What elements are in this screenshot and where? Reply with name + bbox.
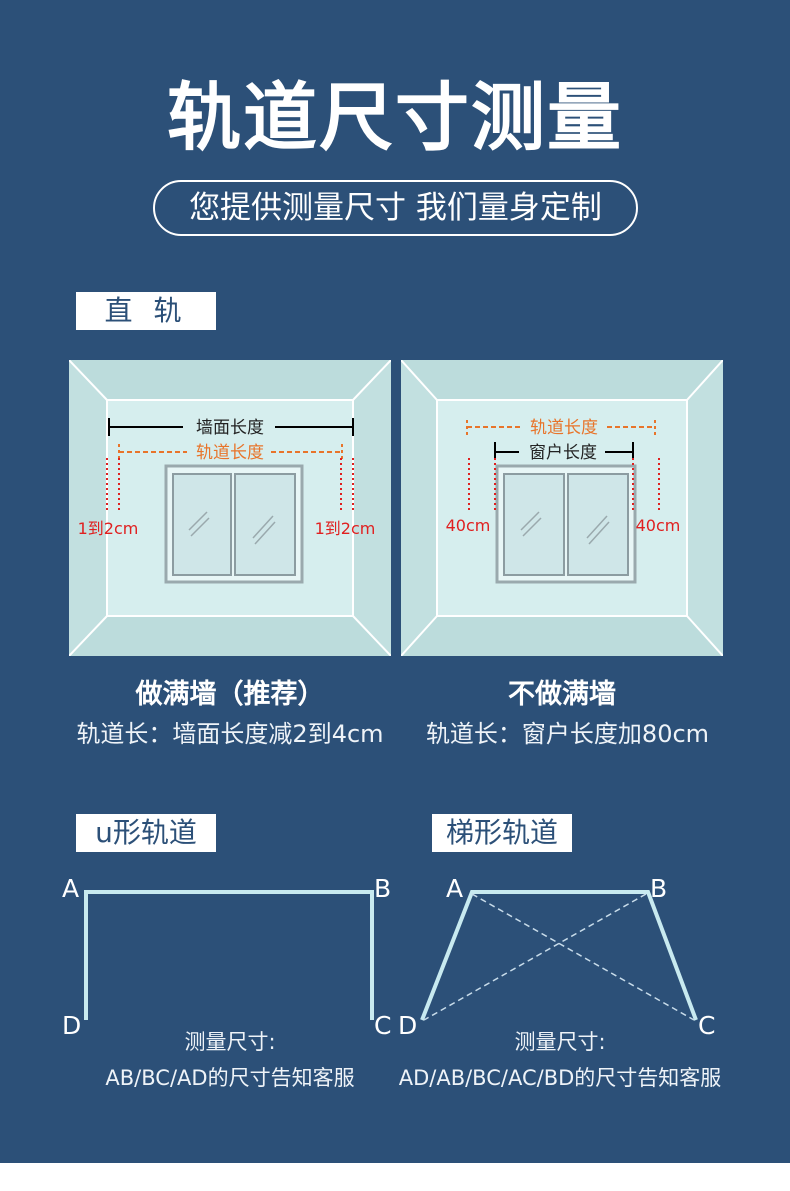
point-d-label: D xyxy=(62,1011,81,1040)
ladder-track-diagram: A B C D xyxy=(398,874,715,1040)
full-wall-caption-formula: 轨道长：墙面长度减2到4cm xyxy=(76,720,384,748)
partial-wall-caption-formula: 轨道长：窗户长度加80cm xyxy=(425,720,710,748)
subtitle-pill: 您提供测量尺寸 我们量身定制 xyxy=(153,180,638,236)
gap-left-label: 40cm xyxy=(446,516,491,535)
straight-track-tag: 直 轨 xyxy=(76,292,216,330)
partial-wall-diagram: 轨道长度 窗户长度 40cm 40cm xyxy=(401,360,723,656)
point-a-label: A xyxy=(446,874,463,903)
gap-right-label: 1到2cm xyxy=(315,519,376,538)
point-c-label: C xyxy=(698,1011,715,1040)
partial-wall-caption-title: 不做满墙 xyxy=(508,679,616,710)
full-wall-caption-title: 做满墙（推荐） xyxy=(135,679,325,710)
ladder-note-label: 测量尺寸: xyxy=(514,1030,606,1054)
poster: 轨道尺寸测量 您提供测量尺寸 我们量身定制 直 轨 墙面长度 xyxy=(0,0,790,1163)
gap-right-label: 40cm xyxy=(636,516,681,535)
u-track-diagram: A B C D xyxy=(62,874,391,1040)
point-a-label: A xyxy=(62,874,79,903)
u-note-label: 测量尺寸: xyxy=(184,1030,276,1054)
gap-left-label: 1到2cm xyxy=(78,519,139,538)
point-b-label: B xyxy=(650,874,667,903)
ladder-note-detail: AD/AB/BC/AC/BD的尺寸告知客服 xyxy=(398,1066,722,1090)
page-title: 轨道尺寸测量 xyxy=(167,75,623,161)
wall-length-label: 墙面长度 xyxy=(196,418,264,438)
window xyxy=(495,464,637,584)
track-length-label: 轨道长度 xyxy=(196,443,264,463)
u-note-detail: AB/BC/AD的尺寸告知客服 xyxy=(105,1066,355,1090)
u-track-tag: u形轨道 xyxy=(76,814,216,852)
point-c-label: C xyxy=(374,1011,391,1040)
track-length-label: 轨道长度 xyxy=(530,418,598,438)
full-wall-diagram: 墙面长度 轨道长度 1到2cm 1到2cm xyxy=(69,360,391,656)
point-b-label: B xyxy=(374,874,391,903)
ladder-track-tag: 梯形轨道 xyxy=(432,814,572,852)
window-length-label: 窗户长度 xyxy=(529,443,597,463)
point-d-label: D xyxy=(398,1011,417,1040)
window xyxy=(164,464,304,584)
